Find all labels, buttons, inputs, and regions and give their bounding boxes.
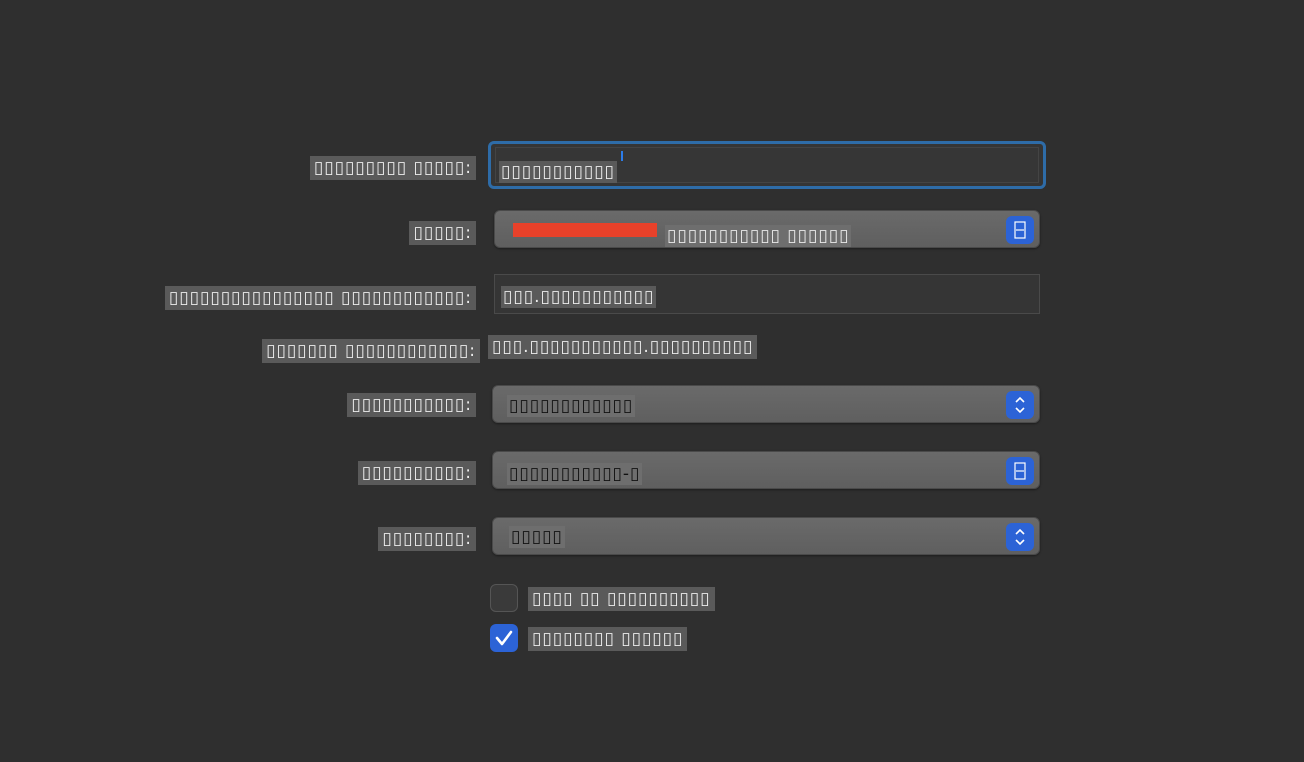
language-value: ▯▯▯▯▯▯▯▯▯▯▯▯ xyxy=(507,395,636,417)
account-name-label: ▯▯▯▯▯▯▯▯▯ ▯▯▯▯▯: xyxy=(309,156,476,180)
interface-label: ▯▯▯▯▯▯▯▯▯▯: xyxy=(357,461,476,485)
bundle-identifier-value: ▯▯▯.▯▯▯▯▯▯▯▯▯▯▯ xyxy=(501,286,657,308)
account-name-input[interactable]: ▯▯▯▯▯▯▯▯▯▯▯ xyxy=(488,141,1046,189)
updown-chevron-icon xyxy=(1006,391,1034,419)
text-caret xyxy=(621,151,623,161)
updown-chevron-icon xyxy=(1006,216,1034,244)
language-popup[interactable]: ▯▯▯▯▯▯▯▯▯▯▯▯ xyxy=(492,385,1040,423)
use-core-data-checkbox[interactable] xyxy=(490,584,518,612)
updown-chevron-icon xyxy=(1006,523,1034,551)
updown-chevron-icon xyxy=(1006,457,1034,485)
language-label: ▯▯▯▯▯▯▯▯▯▯▯: xyxy=(347,393,476,417)
include-tests-checkbox[interactable] xyxy=(490,624,518,652)
owner-label: ▯▯▯▯▯: xyxy=(409,221,476,245)
lifecycle-popup[interactable]: ▯▯▯▯▯ xyxy=(492,517,1040,555)
checkmark-icon xyxy=(495,630,513,646)
bundle-identifier-input[interactable]: ▯▯▯.▯▯▯▯▯▯▯▯▯▯▯ xyxy=(494,274,1040,314)
owner-popup[interactable]: ▯▯▯▯▯▯▯▯▯▯▯ ▯▯▯▯▯▯ xyxy=(494,210,1040,248)
full-identifier-label: ▯▯▯▯▯▯▯ ▯▯▯▯▯▯▯▯▯▯▯▯: xyxy=(262,339,480,363)
interface-value: ▯▯▯▯▯▯▯▯▯▯▯-▯ xyxy=(507,463,643,485)
redacted-owner-name xyxy=(513,223,657,237)
bundle-identifier-label: ▯▯▯▯▯▯▯▯▯▯▯▯▯▯▯▯ ▯▯▯▯▯▯▯▯▯▯▯▯: xyxy=(164,286,476,310)
include-tests-label: ▯▯▯▯▯▯▯▯ ▯▯▯▯▯▯ xyxy=(528,627,688,651)
lifecycle-label: ▯▯▯▯▯▯▯▯: xyxy=(378,527,476,551)
account-name-value: ▯▯▯▯▯▯▯▯▯▯▯ xyxy=(499,161,617,183)
use-core-data-label: ▯▯▯▯ ▯▯ ▯▯▯▯▯▯▯▯▯▯ xyxy=(528,587,715,611)
interface-popup[interactable]: ▯▯▯▯▯▯▯▯▯▯▯-▯ xyxy=(492,451,1040,489)
full-identifier-value: ▯▯▯.▯▯▯▯▯▯▯▯▯▯▯.▯▯▯▯▯▯▯▯▯▯ xyxy=(488,335,758,359)
owner-value: ▯▯▯▯▯▯▯▯▯▯▯ ▯▯▯▯▯▯ xyxy=(665,225,852,247)
lifecycle-value: ▯▯▯▯▯ xyxy=(509,526,565,548)
